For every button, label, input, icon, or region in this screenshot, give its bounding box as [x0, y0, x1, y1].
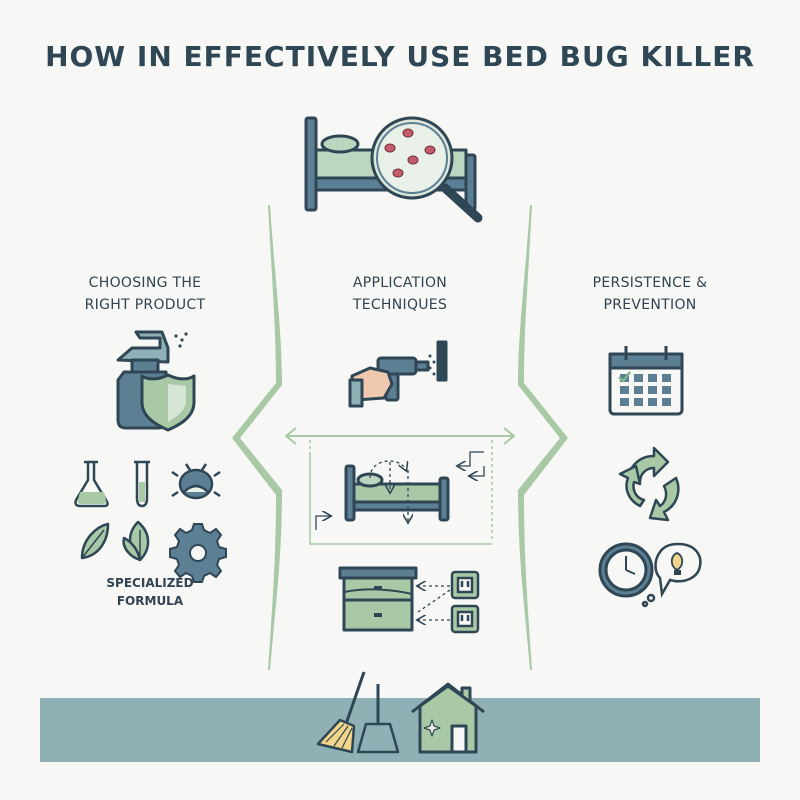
recycle-icon [618, 446, 680, 522]
test-tube-icon [134, 460, 150, 508]
flask-icon [74, 460, 109, 508]
outlet-arrows [418, 586, 451, 620]
dustpan-icon [356, 684, 400, 754]
clock-icon [598, 542, 654, 598]
house-icon [411, 682, 485, 754]
leaf-icon [122, 520, 150, 562]
leaf-icon [80, 522, 110, 560]
dresser-icon [338, 566, 418, 632]
outlet-icon [450, 570, 480, 600]
spray-gun-hand-icon [348, 340, 448, 408]
page-title: HOW IN EFFECTIVELY USE BED BUG KILLER [45, 40, 755, 73]
bed-magnifier-icon [304, 116, 483, 223]
calendar-icon [608, 346, 684, 416]
gear-icon [169, 523, 227, 583]
lightbulb-icon [641, 542, 702, 608]
right-divider [518, 205, 568, 670]
shield-icon [140, 373, 196, 432]
heading-persistence-prevention: PERSISTENCE &PREVENTION [592, 275, 708, 313]
bottom-band [40, 698, 760, 762]
broom-icon [316, 671, 366, 754]
left-divider [232, 205, 282, 670]
bug-icon [171, 463, 221, 500]
bed-icon [309, 440, 493, 545]
double-arrow [284, 427, 516, 445]
outlet-icon [450, 604, 480, 634]
